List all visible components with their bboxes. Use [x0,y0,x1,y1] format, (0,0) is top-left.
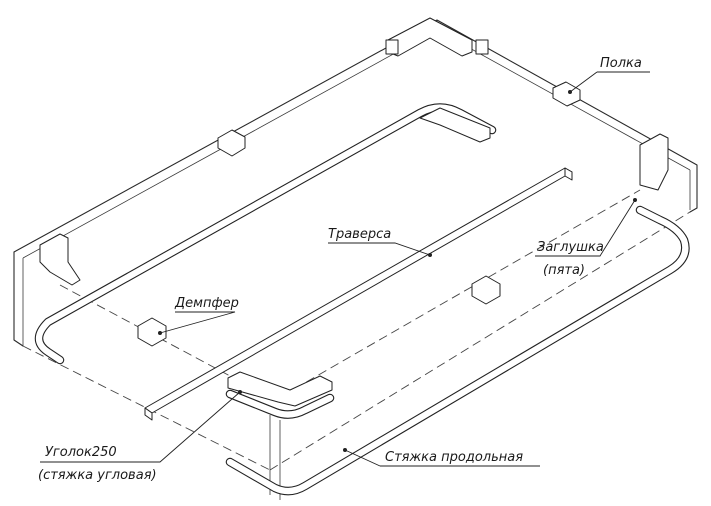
front-tube-frame [225,205,690,496]
damper-2 [471,275,501,305]
leader-lines [40,71,650,467]
corner-bracket-front [227,371,333,407]
label-dempfer: Демпфер [174,296,239,311]
damper-1 [137,317,167,347]
label-ugolok: Уголок250 [45,445,117,460]
label-polka: Полка [600,56,642,71]
shelf-clip-2 [217,129,246,157]
corner-bracket-right [639,133,669,191]
traverse-bar [144,167,573,421]
label-styazhka: Стяжка продольная [385,450,523,465]
corner-bracket-back [385,17,489,57]
label-ugolok-sub: (стяжка угловая) [38,468,157,483]
shelf-clip-1 [552,81,581,107]
label-zaglushka: Заглушка [537,240,604,255]
label-zaglushka-sub: (пята) [543,263,585,278]
leader-dots [158,90,637,452]
back-tube-frame [34,103,497,365]
corner-bracket-left [39,233,81,286]
corner-bracket-center [419,107,491,143]
label-traversa: Траверса [328,227,391,242]
shelf-panel [13,19,698,500]
